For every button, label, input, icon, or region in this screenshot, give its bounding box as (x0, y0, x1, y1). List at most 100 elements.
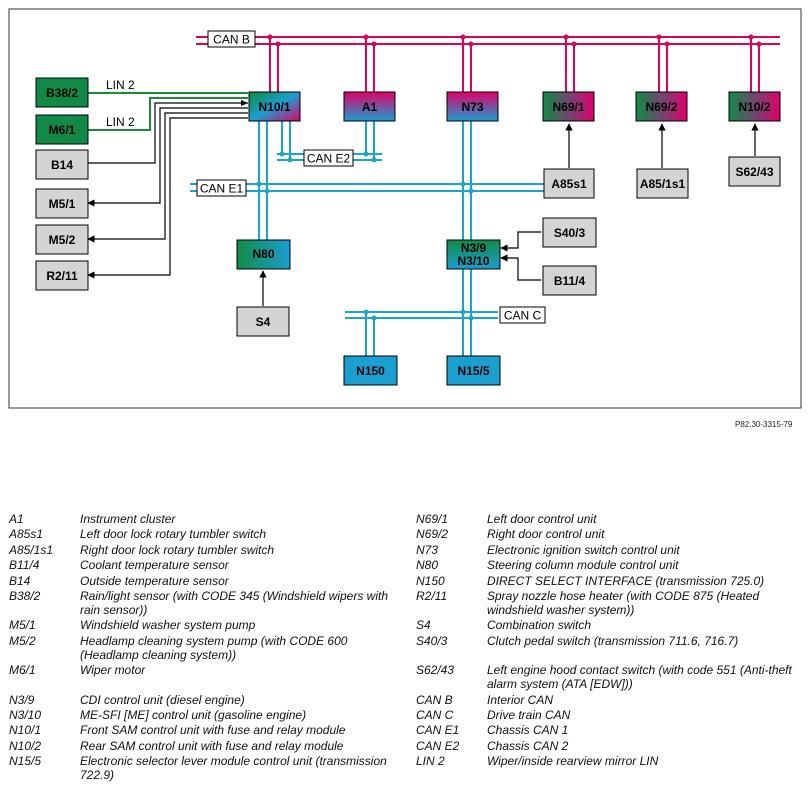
can-c-nodes (363, 309, 474, 321)
legend-code: B11/4 (9, 558, 40, 573)
svg-text:N80: N80 (252, 247, 274, 261)
legend-code: N3/9 (9, 692, 35, 707)
legend-row: N10/1 Front SAM control unit with fuse an… (9, 723, 409, 737)
bus-label-lin-lower: LIN 2 (106, 115, 135, 129)
module-b38-2: B38/2 (35, 77, 89, 108)
can-b-nodes (267, 34, 762, 47)
svg-text:CAN C: CAN C (504, 309, 542, 323)
bus-label-can-b: CAN B (207, 30, 256, 48)
legend-description: Chassis CAN 1 (487, 723, 569, 738)
legend-code: M6/1 (9, 663, 36, 678)
can-e1-nodes (256, 181, 474, 194)
module-a85-1s1: A85/1s1 (636, 168, 689, 199)
svg-text:N69/1: N69/1 (552, 100, 584, 114)
legend-description: Wiper motor (80, 663, 146, 678)
module-n69-2: N69/2 (635, 91, 688, 122)
svg-text:B38/2: B38/2 (46, 86, 78, 100)
legend-code: S62/43 (416, 663, 455, 678)
svg-text:M5/2: M5/2 (49, 233, 76, 247)
legend-description: Electronic ignition switch control unit (487, 542, 680, 557)
legend-spacer (9, 679, 409, 693)
legend-code: CAN E1 (416, 723, 460, 738)
figure-reference: P82.30-3315-79 (735, 420, 793, 429)
lin-lines (88, 92, 248, 131)
legend-code: CAN C (416, 707, 454, 722)
module-n15-5: N15/5 (446, 355, 501, 386)
svg-text:B11/4: B11/4 (554, 274, 586, 288)
legend-description: Electronic selector lever module control… (80, 754, 387, 783)
legend-code: CAN E2 (416, 738, 460, 753)
legend-description: Right door lock rotary tumbler switch (80, 542, 275, 557)
module-n80: N80 (236, 239, 291, 270)
legend-description: Front SAM control unit with fuse and rel… (80, 723, 346, 738)
legend-row: S62/43 Left engine hood contact switch (w… (416, 663, 808, 691)
diagram-frame (8, 8, 802, 409)
module-s40-3: S40/3 (542, 217, 597, 248)
legend-description: Wiper/inside rearview mirror LIN (487, 754, 659, 769)
legend-code: N69/1 (416, 512, 449, 526)
legend-row: M6/1 Wiper motor (9, 663, 409, 677)
module-n73: N73 (446, 91, 499, 122)
legend-description: Left door control unit (487, 512, 597, 526)
legend-description: Spray nozzle hose heater (with CODE 875 … (487, 588, 760, 617)
svg-text:A1: A1 (362, 100, 378, 114)
legend-code: N10/1 (9, 723, 42, 738)
svg-text:N3/9: N3/9 (461, 241, 487, 255)
module-n69-1: N69/1 (542, 91, 595, 122)
legend-code: M5/1 (9, 618, 36, 633)
module-m6-1: M6/1 (35, 114, 89, 145)
legend-description: Left door lock rotary tumbler switch (80, 527, 267, 542)
module-a85s1: A85s1 (543, 168, 595, 199)
bus-label-can-e2: CAN E2 (303, 149, 354, 167)
svg-text:S4: S4 (256, 315, 271, 329)
legend-description: Combination switch (487, 618, 592, 633)
module-n10-2: N10/2 (728, 91, 781, 122)
svg-text:M5/1: M5/1 (49, 197, 76, 211)
signal-lines-n10-1 (87, 102, 248, 279)
svg-text:CAN E2: CAN E2 (307, 152, 351, 166)
legend-code: M5/2 (9, 633, 36, 648)
legend-code: N3/10 (9, 707, 42, 722)
svg-text:N3/10: N3/10 (457, 254, 489, 268)
module-n3-9-n3-10: N3/9 N3/10 (446, 239, 501, 270)
legend-code: N73 (416, 542, 439, 557)
legend-row: LIN 2 Wiper/inside rearview mirror LIN (416, 754, 808, 768)
legend-description: Instrument cluster (80, 512, 176, 526)
legend-code: S4 (416, 618, 431, 633)
can-e2-nodes (279, 151, 377, 163)
legend-description: CDI control unit (diesel engine) (80, 692, 245, 707)
svg-text:N15/5: N15/5 (457, 364, 489, 378)
legend-code: N10/2 (9, 738, 42, 753)
svg-text:CAN B: CAN B (213, 33, 250, 47)
bus-label-can-c: CAN C (499, 306, 546, 324)
legend-description: Coolant temperature sensor (80, 558, 229, 573)
legend-description: Left engine hood contact switch (with co… (487, 663, 792, 692)
svg-text:A85/1s1: A85/1s1 (640, 177, 686, 191)
legend-description: Clutch pedal switch (transmission 711.6,… (487, 633, 739, 648)
legend-code: N150 (416, 573, 445, 588)
legend-row: CAN E1 Chassis CAN 1 (416, 723, 808, 737)
signal-arrow-b14 (241, 100, 248, 106)
legend-row: B14 Outside temperature sensor (9, 574, 409, 588)
legend-description: ME-SFI [ME] control unit (gasoline engin… (80, 707, 307, 722)
legend-code: N15/5 (9, 754, 42, 769)
legend-code: B14 (9, 573, 31, 588)
svg-text:N69/2: N69/2 (645, 100, 677, 114)
legend-code: LIN 2 (416, 754, 445, 769)
legend-row: B11/4 Coolant temperature sensor (9, 558, 409, 572)
module-m5-1: M5/1 (35, 188, 89, 219)
legend-code: N69/2 (416, 527, 449, 542)
legend-description: Outside temperature sensor (80, 573, 229, 588)
svg-text:S62/43: S62/43 (735, 165, 773, 179)
module-m5-2: M5/2 (35, 224, 89, 255)
